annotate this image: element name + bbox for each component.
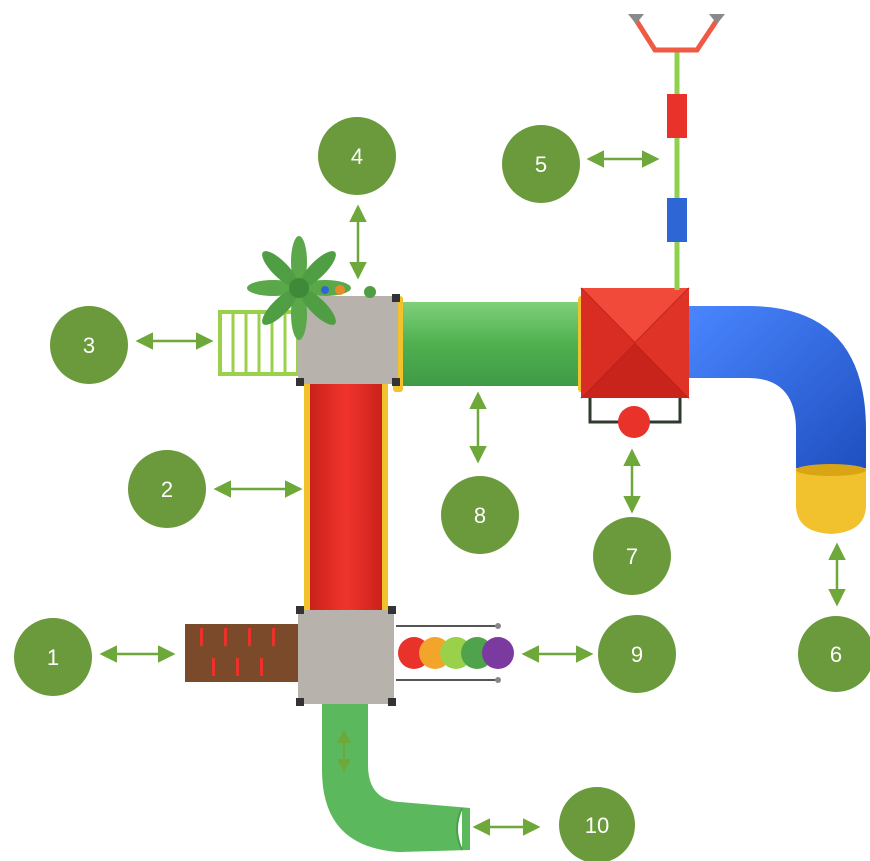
badge-6: 6 <box>798 616 870 692</box>
badge-4-label: 4 <box>351 144 363 169</box>
red-ball-panel <box>618 406 650 438</box>
badge-9-label: 9 <box>631 642 643 667</box>
straight-slide <box>304 382 388 614</box>
ball-5 <box>482 637 514 669</box>
badge-5-label: 5 <box>535 152 547 177</box>
roof-tower <box>580 287 690 399</box>
crawl-tunnel <box>398 302 584 386</box>
climbing-ladder <box>218 310 300 376</box>
badge-9: 9 <box>598 615 676 693</box>
climbing-wall <box>185 624 298 682</box>
overhead-beam <box>628 14 725 290</box>
badge-3-label: 3 <box>83 333 95 358</box>
arrows <box>99 150 846 836</box>
badge-1: 1 <box>14 618 92 696</box>
badge-7: 7 <box>593 517 671 595</box>
ball-panel <box>396 623 514 683</box>
badge-10-label: 10 <box>585 813 609 838</box>
badge-3: 3 <box>50 306 128 384</box>
badge-4: 4 <box>318 117 396 195</box>
tube-slide <box>688 306 866 534</box>
badge-10: 10 <box>559 787 635 861</box>
curved-slide <box>322 704 470 852</box>
badge-5: 5 <box>502 125 580 203</box>
palm-tree <box>247 236 376 340</box>
badge-1-label: 1 <box>47 645 59 670</box>
badge-2-label: 2 <box>161 477 173 502</box>
badge-6-label: 6 <box>830 642 842 667</box>
badge-8: 8 <box>441 476 519 554</box>
lower-platform <box>296 606 396 706</box>
badge-8-label: 8 <box>474 503 486 528</box>
badge-7-label: 7 <box>626 544 638 569</box>
badge-2: 2 <box>128 450 206 528</box>
